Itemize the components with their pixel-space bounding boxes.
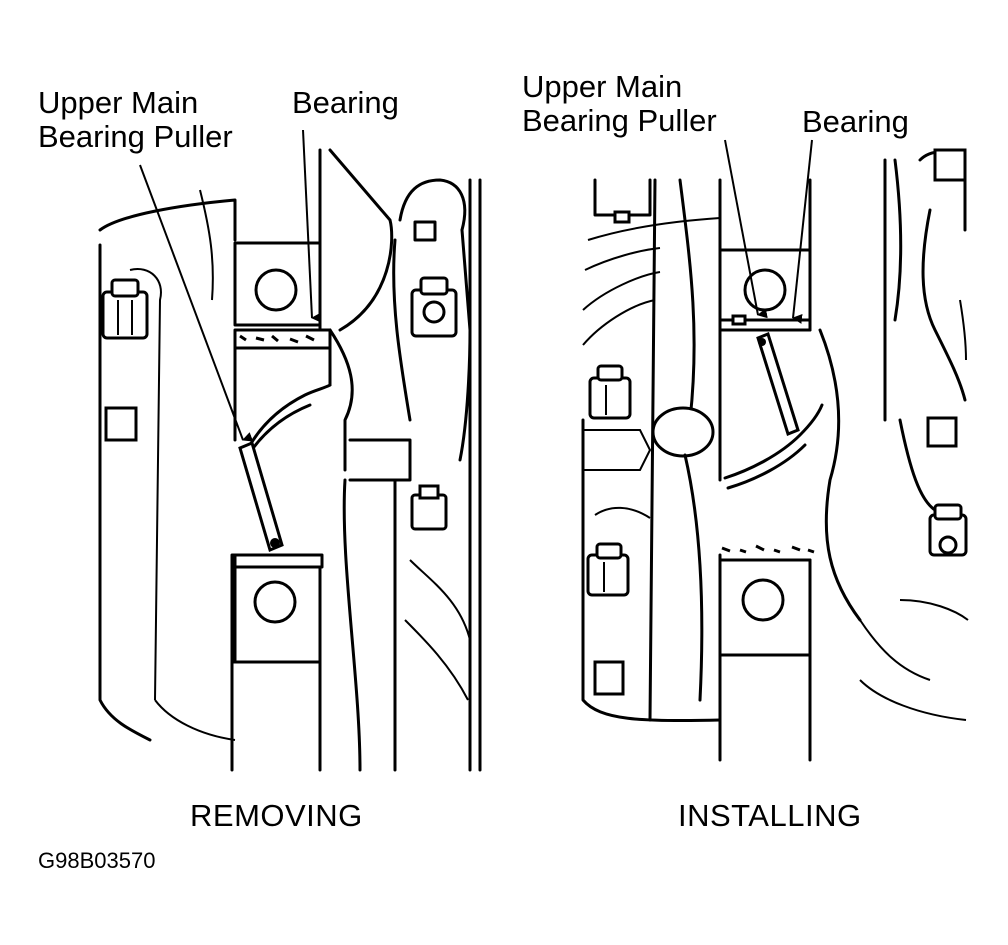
left-puller-label-line1: Upper Main [38,85,199,120]
right-bolt-upper [410,276,458,338]
left-bolt-upper-installing [588,364,632,420]
left-puller-label-line2: Bearing Puller [38,119,233,154]
left-bolt-lower-installing [586,542,630,597]
right-bolt-lower [410,484,448,531]
left-bearing-label: Bearing [292,85,399,120]
right-puller-label-line2: Bearing Puller [522,103,717,138]
right-bolt-installing [928,503,968,557]
removing-caption: REMOVING [190,798,363,833]
figure-code: G98B03570 [38,848,156,873]
installing-illustration [581,139,969,762]
left-bolt-upper [101,278,149,340]
removing-illustration [98,129,482,772]
right-puller-label-line1: Upper Main [522,69,683,104]
right-bearing-label: Bearing [802,104,909,139]
installing-caption: INSTALLING [678,798,862,833]
